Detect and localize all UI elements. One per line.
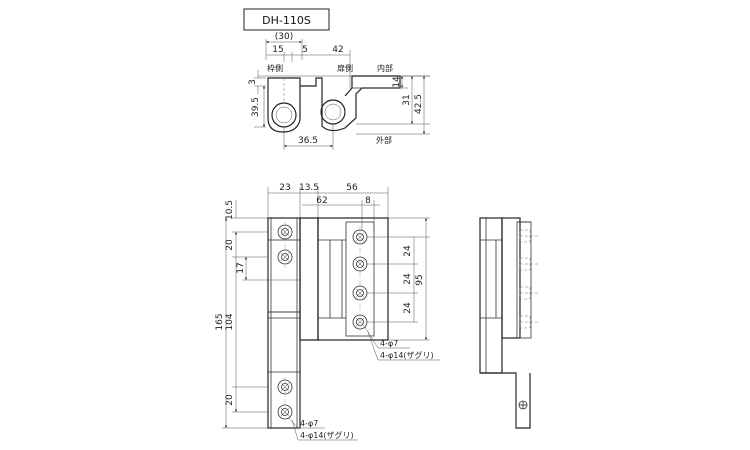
top-view: (30) 15 5 42 枠側 扉側 内部 外部 bbox=[248, 32, 430, 150]
dim-56: 56 bbox=[346, 183, 358, 193]
dim-62: 62 bbox=[316, 196, 327, 206]
dim-42-5: 42.5 bbox=[414, 94, 424, 114]
side-screw-4 bbox=[519, 315, 540, 329]
side-door-leaf bbox=[501, 217, 521, 339]
label-exterior: 外部 bbox=[376, 135, 392, 145]
door-plate bbox=[317, 217, 389, 341]
note-left-counterbore: 4-φ14(ザグリ) bbox=[300, 430, 354, 440]
note-right-counterbore: 4-φ14(ザグリ) bbox=[380, 350, 434, 360]
door-leaf-profile bbox=[321, 75, 401, 132]
dim-17: 17 bbox=[236, 262, 246, 273]
side-view bbox=[479, 217, 540, 429]
title-block: DH-110S bbox=[243, 8, 330, 31]
front-view: 23 13.5 56 62 8 bbox=[215, 183, 440, 441]
dim-14: 14 bbox=[392, 76, 402, 88]
door-arm bbox=[300, 77, 323, 100]
title-box bbox=[243, 8, 330, 31]
side-screw-2 bbox=[519, 257, 540, 271]
note-right-hole: 4-φ7 bbox=[380, 339, 398, 348]
side-lower-bracket bbox=[480, 372, 531, 429]
dim-24-2: 24 bbox=[403, 273, 413, 285]
dim-13-5: 13.5 bbox=[299, 183, 319, 193]
dim-39-5: 39.5 bbox=[251, 97, 261, 117]
dim-23: 23 bbox=[279, 183, 290, 193]
dim-36-5: 36.5 bbox=[298, 136, 318, 146]
frame-knuckle bbox=[271, 102, 297, 128]
dim-20-top: 20 bbox=[225, 239, 235, 251]
model-title: DH-110S bbox=[262, 14, 311, 27]
door-leaf bbox=[299, 217, 319, 341]
dim-5: 5 bbox=[302, 45, 308, 55]
dim-15: 15 bbox=[272, 45, 283, 55]
dim-8: 8 bbox=[365, 196, 371, 206]
label-interior: 内部 bbox=[377, 63, 393, 73]
side-screw-icon bbox=[518, 400, 528, 410]
dim-3: 3 bbox=[248, 79, 258, 85]
frame-leaf bbox=[267, 217, 301, 429]
dim-10-5: 10.5 bbox=[225, 200, 235, 220]
side-screw-3 bbox=[519, 286, 540, 300]
dim-24-3: 24 bbox=[403, 302, 413, 314]
dim-24-1: 24 bbox=[403, 245, 413, 257]
side-screw-1 bbox=[519, 229, 540, 243]
note-left-hole: 4-φ7 bbox=[300, 419, 318, 428]
dim-165: 165 bbox=[215, 313, 225, 330]
dim-104: 104 bbox=[225, 313, 235, 330]
frame-leaf-profile bbox=[267, 77, 301, 133]
label-frame-side: 枠側 bbox=[267, 63, 283, 73]
dim-42: 42 bbox=[332, 45, 343, 55]
dim-31: 31 bbox=[402, 94, 412, 105]
dim-20-bottom: 20 bbox=[225, 394, 235, 406]
side-frame-leaf bbox=[479, 217, 503, 374]
dim-30: (30) bbox=[275, 32, 293, 42]
label-door-side: 扉側 bbox=[337, 63, 353, 73]
dim-95: 95 bbox=[415, 274, 425, 285]
door-knuckle bbox=[320, 99, 346, 125]
